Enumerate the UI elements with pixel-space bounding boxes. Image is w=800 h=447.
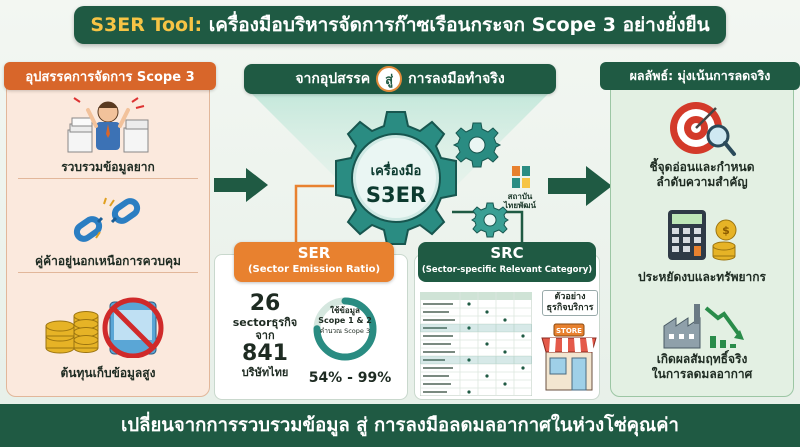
factory-decline-icon — [663, 304, 744, 349]
stressed-person-icon — [67, 97, 149, 153]
thaipat-logo-label: สถาบัน ไทยพัฒน์ — [502, 192, 538, 210]
right-header-text: ผลลัพธ์: มุ่งเน้นการลดจริง — [629, 68, 771, 83]
small-gear-icon — [471, 202, 509, 238]
left-item-1: รวบรวมข้อมูลยาก — [6, 156, 210, 177]
ser-stats: 26 sectorธุรกิจ จาก 841 บริษัทไทย — [220, 291, 310, 380]
ser-range: 54% - 99% — [308, 370, 392, 386]
middle-header-from: จากอุปสรรค — [295, 71, 371, 87]
broken-chain-icon — [73, 197, 141, 242]
title-main: เครื่องมือบริหารจัดการก๊าซเรือนกระจก Sco… — [202, 14, 710, 36]
src-header: SRC (Sector-specific Relevant Category) — [418, 242, 596, 282]
left-divider-1 — [18, 178, 198, 179]
arrow-right-icon — [548, 166, 612, 206]
ser-title: SER — [297, 244, 331, 262]
ring-text: ใช้ข้อมูล Scope 1 & 2 คำนวณ Scope 3 — [312, 306, 378, 336]
left-divider-2 — [18, 272, 198, 273]
arrow-right-icon — [214, 168, 268, 202]
right-item-3: เกิดผลสัมฤทธิ์จริง ในการลดมลอากาศ — [610, 352, 794, 382]
middle-header: จากอุปสรรค สู่ การลงมือทำจริง — [244, 64, 556, 94]
coins-software-icon — [45, 297, 164, 358]
gear-line-2: S3ER — [365, 183, 427, 207]
ser-company-count: 841 — [242, 341, 288, 366]
right-item-1: ชี้จุดอ่อนและกำหนด ลำดับความสำคัญ — [610, 160, 794, 190]
store-icon: STORE — [541, 323, 597, 391]
ser-company-label: บริษัทไทย — [241, 366, 289, 379]
left-item-1-label: รวบรวมข้อมูลยาก — [61, 160, 155, 174]
title-text: S3ER Tool: เครื่องมือบริหารจัดการก๊าซเรื… — [90, 10, 709, 40]
right-item-2: ประหยัดงบและทรัพยากร — [610, 270, 794, 285]
right-item-2-line1: ประหยัดงบและทรัพยากร — [638, 270, 766, 284]
title-bar: S3ER Tool: เครื่องมือบริหารจัดการก๊าซเรื… — [74, 6, 726, 44]
ring-line-2: Scope 1 & 2 — [318, 316, 372, 325]
ring-line-1: ใช้ข้อมูล — [330, 306, 360, 315]
bottom-banner: เปลี่ยนจากการรวบรวมข้อมูล สู่ การลงมือลด… — [0, 404, 800, 447]
src-title: SRC — [490, 244, 524, 262]
ser-header: SER (Sector Emission Ratio) — [234, 242, 394, 282]
middle-header-dest: การลงมือทำจริง — [408, 71, 505, 87]
right-item-3-line1: เกิดผลสัมฤทธิ์จริง — [656, 352, 748, 366]
ser-from-label: จาก — [255, 329, 275, 342]
ser-sector-label: sectorธุรกิจ — [232, 316, 298, 329]
ring-line-3: คำนวณ Scope 3 — [319, 327, 371, 335]
left-item-3-label: ต้นทุนเก็บข้อมูลสูง — [60, 366, 156, 380]
bottom-banner-text: เปลี่ยนจากการรวบรวมข้อมูล สู่ การลงมือลด… — [121, 415, 679, 436]
shop-label-1: ตัวอย่าง — [554, 292, 586, 302]
title-prefix: S3ER Tool: — [90, 14, 203, 36]
left-item-2-label: คู่ค้าอยู่นอกเหนือการควบคุม — [35, 254, 181, 268]
middle-header-to-circle: สู่ — [376, 66, 403, 92]
thaipat-logo-icon — [512, 166, 530, 188]
svg-text:$: $ — [722, 224, 730, 237]
right-item-1-line1: ชี้จุดอ่อนและกำหนด — [649, 160, 755, 174]
right-item-3-line2: ในการลดมลอากาศ — [651, 367, 753, 381]
left-item-2: คู่ค้าอยู่นอกเหนือการควบคุม — [6, 250, 210, 271]
left-header-text: อุปสรรคการจัดการ Scope 3 — [25, 69, 195, 85]
store-sign: STORE — [556, 327, 582, 335]
thaipat-label-2: ไทยพัฒน์ — [504, 201, 536, 210]
shop-label: ตัวอย่าง ธุรกิจบริการ — [542, 290, 598, 316]
target-magnifier-icon — [670, 102, 736, 156]
ser-sector-count: 26 — [249, 291, 281, 316]
calculator-coins-icon: $ — [668, 210, 737, 261]
main-gear-label: เครื่องมือ S3ER — [326, 160, 466, 207]
gear-line-1: เครื่องมือ — [370, 164, 422, 179]
shop-label-2: ธุรกิจบริการ — [546, 303, 594, 313]
src-subtitle: (Sector-specific Relevant Category) — [421, 265, 593, 275]
left-panel-header: อุปสรรคการจัดการ Scope 3 — [4, 62, 216, 90]
category-table-graphic — [420, 292, 532, 396]
main-gear-icon — [335, 111, 457, 245]
coverage-ring — [313, 297, 377, 361]
thaipat-label-1: สถาบัน — [507, 192, 533, 201]
right-item-1-line2: ลำดับความสำคัญ — [656, 175, 748, 189]
left-item-3: ต้นทุนเก็บข้อมูลสูง — [6, 362, 210, 383]
small-gear-icon — [452, 122, 502, 168]
ser-subtitle: (Sector Emission Ratio) — [247, 264, 381, 275]
right-panel-header: ผลลัพธ์: มุ่งเน้นการลดจริง — [600, 62, 800, 90]
